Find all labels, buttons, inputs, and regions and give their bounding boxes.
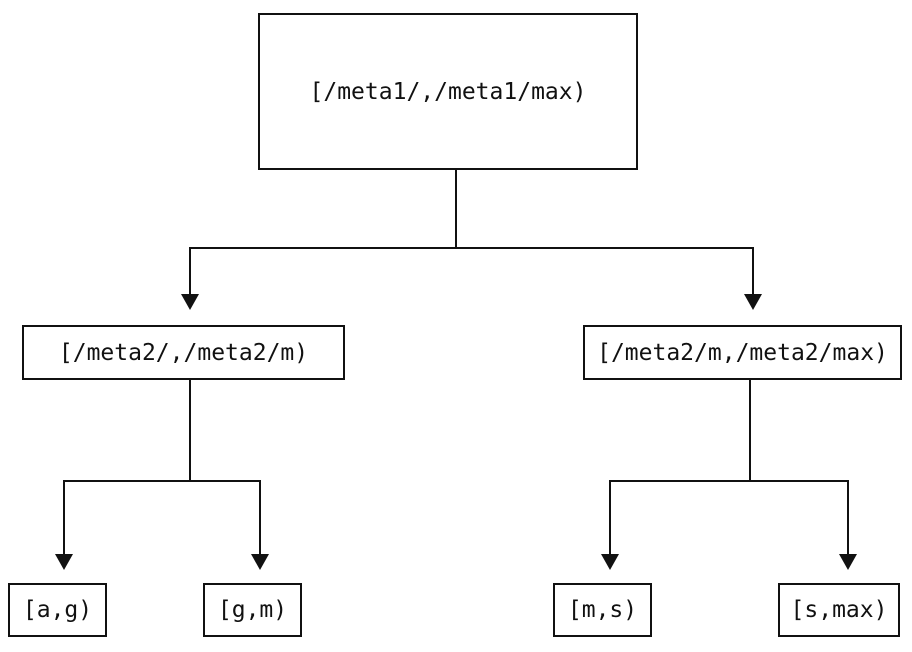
- node-mid-right-label: [/meta2/m,/meta2/max): [597, 339, 888, 366]
- node-root-label: [/meta1/,/meta1/max): [309, 78, 587, 105]
- node-leaf-s-max: [s,max): [778, 583, 900, 637]
- node-leaf-m-s: [m,s): [553, 583, 652, 637]
- edge-midleft-horizontal-line: [63, 480, 261, 482]
- edge-root-to-midleft-line: [189, 247, 191, 296]
- arrowhead-to-gm-icon: [251, 554, 269, 570]
- node-mid-left-label: [/meta2/,/meta2/m): [58, 339, 309, 366]
- node-mid-left-range: [/meta2/,/meta2/m): [22, 325, 345, 380]
- edge-midleft-to-gm-line: [259, 480, 261, 554]
- edge-midleft-stem-line: [189, 380, 191, 482]
- node-leaf-m-s-label: [m,s): [567, 597, 638, 623]
- edge-midright-stem-line: [749, 380, 751, 482]
- node-root-range: [/meta1/,/meta1/max): [258, 13, 638, 170]
- edge-midright-to-ms-line: [609, 480, 611, 554]
- arrowhead-to-smax-icon: [839, 554, 857, 570]
- arrowhead-to-midright-icon: [744, 294, 762, 310]
- edge-root-horizontal-line: [189, 247, 754, 249]
- arrowhead-to-midleft-icon: [181, 294, 199, 310]
- node-leaf-a-g-label: [a,g): [22, 597, 93, 623]
- arrowhead-to-ms-icon: [601, 554, 619, 570]
- edge-midright-horizontal-line: [609, 480, 849, 482]
- node-leaf-g-m: [g,m): [203, 583, 302, 637]
- node-mid-right-range: [/meta2/m,/meta2/max): [583, 325, 902, 380]
- edge-midright-to-smax-line: [847, 480, 849, 554]
- node-leaf-a-g: [a,g): [8, 583, 107, 637]
- edge-root-to-midright-line: [752, 247, 754, 296]
- arrowhead-to-ag-icon: [55, 554, 73, 570]
- edge-midleft-to-ag-line: [63, 480, 65, 554]
- edge-root-stem-line: [455, 170, 457, 249]
- node-leaf-g-m-label: [g,m): [217, 597, 288, 623]
- node-leaf-s-max-label: [s,max): [790, 597, 888, 623]
